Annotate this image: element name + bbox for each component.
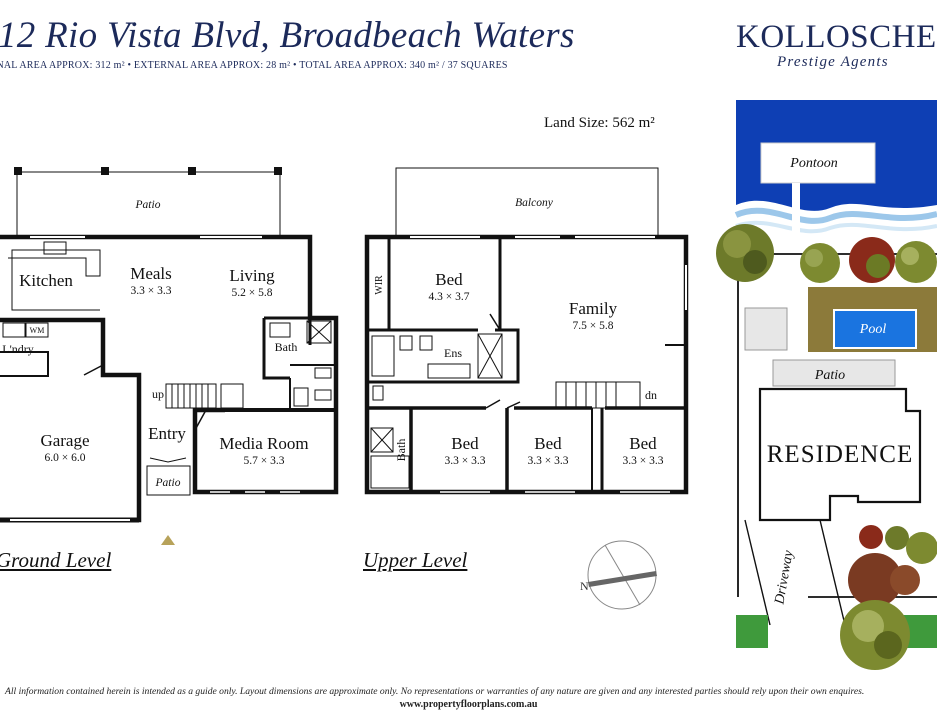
website-link[interactable]: www.propertyfloorplans.com.au: [399, 699, 538, 710]
bed4-dim: 3.3 × 3.3: [623, 455, 664, 467]
entry-marker-icon: [161, 535, 175, 545]
upper-bath-label: Bath: [394, 439, 408, 462]
pool: [833, 309, 917, 349]
bed2-label: Bed: [451, 434, 479, 453]
bed2-dim: 3.3 × 3.3: [445, 455, 486, 467]
tree-icons: [716, 224, 937, 670]
stairs-down-label: dn: [645, 388, 657, 402]
bed4-label: Bed: [629, 434, 657, 453]
living-dim: 5.2 × 5.8: [232, 287, 273, 299]
ground-level-plan: [0, 167, 339, 523]
pontoon-label: Pontoon: [789, 156, 837, 171]
page-title: 12 Rio Vista Blvd, Broadbeach Waters: [0, 15, 575, 56]
garage-dim: 6.0 × 6.0: [45, 452, 86, 464]
site-patio-label: Patio: [814, 368, 845, 383]
brand-tagline: Prestige Agents: [777, 54, 889, 70]
front-patio-label: Patio: [155, 477, 181, 489]
bed3-label: Bed: [534, 434, 562, 453]
compass-icon: N: [580, 540, 657, 610]
family-label: Family: [569, 299, 618, 318]
ground-level-labels: Patio Kitchen Meals 3.3 × 3.3 Living 5.2…: [2, 199, 308, 489]
laundry-label: L'ndry: [2, 342, 34, 356]
driveway-label: Driveway: [772, 549, 797, 607]
ground-patio-label: Patio: [135, 199, 161, 211]
upper-level-title: Upper Level: [363, 548, 468, 572]
brand-logo: KOLLOSCHE: [736, 19, 937, 55]
site-plan: Pontoon Pool Patio RESIDENCE Driveway: [716, 100, 937, 670]
wm-label: WM: [30, 326, 45, 335]
bed1-label: Bed: [435, 270, 463, 289]
media-room-dim: 5.7 × 3.3: [244, 455, 285, 467]
wir-label: WIR: [374, 275, 385, 295]
entry-label: Entry: [148, 424, 186, 443]
pool-label: Pool: [859, 322, 887, 337]
kitchen-label: Kitchen: [19, 271, 73, 290]
ground-level-title: Ground Level: [0, 548, 112, 572]
media-room-label: Media Room: [219, 434, 308, 453]
residence-label: RESIDENCE: [767, 441, 914, 468]
pontoon-box: [760, 142, 876, 184]
ensuite-label: Ens: [444, 346, 462, 360]
balcony-label: Balcony: [515, 197, 554, 209]
bed3-dim: 3.3 × 3.3: [528, 455, 569, 467]
residence-outline: [758, 387, 922, 522]
ground-bath-label: Bath: [275, 340, 298, 354]
garage-label: Garage: [40, 431, 89, 450]
site-patio: [772, 359, 896, 387]
disclaimer-text: All information contained herein is inte…: [5, 686, 865, 697]
compass-north-label: N: [580, 579, 589, 593]
upper-level-plan: [364, 167, 689, 495]
upper-level-labels: Balcony WIR Bed 4.3 × 3.7 Family 7.5 × 5…: [374, 197, 664, 467]
meals-dim: 3.3 × 3.3: [131, 285, 172, 297]
area-summary: INTERNAL AREA APPROX: 312 m² • EXTERNAL …: [0, 60, 508, 71]
stairs-up-label: up: [152, 387, 164, 401]
meals-label: Meals: [130, 264, 172, 283]
family-dim: 7.5 × 5.8: [573, 320, 614, 332]
land-size: Land Size: 562 m²: [544, 115, 655, 131]
bed1-dim: 4.3 × 3.7: [429, 291, 470, 303]
living-label: Living: [229, 266, 275, 285]
